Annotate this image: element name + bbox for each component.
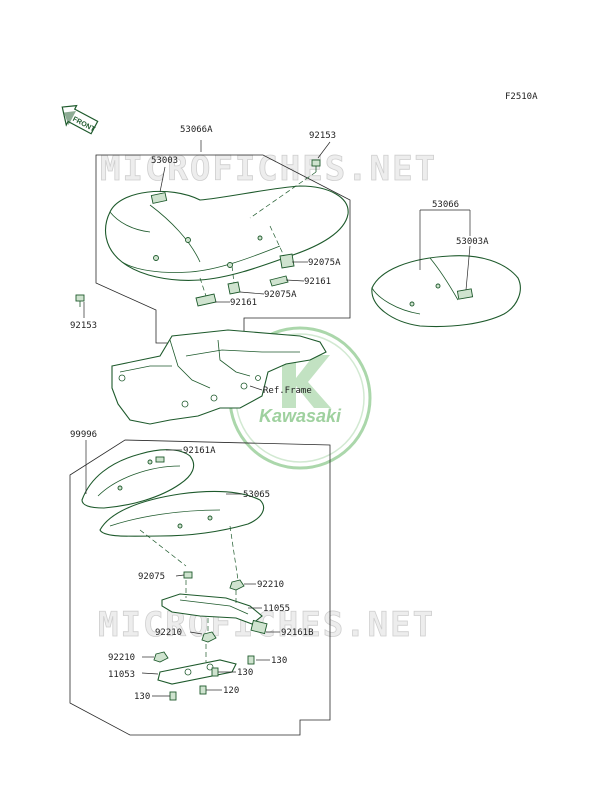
watermark-bottom: MICROFICHES.NET bbox=[98, 605, 435, 645]
damper-92075A-2-icon bbox=[227, 281, 241, 295]
figure-code: F2510A bbox=[505, 92, 538, 102]
bolt-130-3-icon bbox=[169, 691, 177, 701]
callout-53003: 53003 bbox=[151, 156, 178, 166]
damper-92075-icon bbox=[183, 571, 193, 579]
callout-120: 120 bbox=[223, 686, 239, 696]
nut-92210-2-icon bbox=[201, 631, 217, 643]
callout-92210-3: 92210 bbox=[108, 653, 135, 663]
callout-92075A-1: 92075A bbox=[308, 258, 341, 268]
bolt-120-icon bbox=[199, 685, 207, 695]
callout-11055: 11055 bbox=[263, 604, 290, 614]
callout-53066: 53066 bbox=[432, 200, 459, 210]
frame bbox=[111, 329, 327, 425]
solo-cover-53065 bbox=[99, 490, 265, 537]
front-arrow-icon: FRONT bbox=[61, 104, 99, 135]
bracket-11055 bbox=[161, 593, 268, 635]
callout-92153-left: 92153 bbox=[70, 321, 97, 331]
callout-92161-2: 92161 bbox=[230, 298, 257, 308]
bolt-130-1-icon bbox=[247, 655, 255, 665]
callout-92210-1: 92210 bbox=[257, 580, 284, 590]
callout-53003A: 53003A bbox=[456, 237, 489, 247]
seat-cover-53066 bbox=[371, 255, 521, 328]
callout-92161A: 92161A bbox=[183, 446, 216, 456]
callout-ref-frame: Ref.Frame bbox=[263, 386, 312, 396]
solo-cover-box bbox=[69, 439, 331, 736]
callout-92210-2: 92210 bbox=[155, 628, 182, 638]
callout-11053: 11053 bbox=[108, 670, 135, 680]
callout-92075A-2: 92075A bbox=[264, 290, 297, 300]
leader-lines bbox=[83, 140, 471, 697]
nut-92210-3-icon bbox=[153, 651, 169, 663]
callout-130-2: 130 bbox=[237, 668, 253, 678]
clip-92161-icon bbox=[269, 275, 289, 287]
bolt-92153-top-icon bbox=[311, 159, 321, 172]
damper-92075A-icon bbox=[279, 253, 295, 269]
callout-92161-1: 92161 bbox=[304, 277, 331, 287]
callout-53065: 53065 bbox=[243, 490, 270, 500]
callout-130-3: 130 bbox=[134, 692, 150, 702]
logo-text: Kawasaki bbox=[259, 406, 342, 426]
callout-130-1: 130 bbox=[271, 656, 287, 666]
callout-92075: 92075 bbox=[138, 572, 165, 582]
nut-92210-1-icon bbox=[229, 579, 245, 591]
callout-92153-top: 92153 bbox=[309, 131, 336, 141]
callout-99996: 99996 bbox=[70, 430, 97, 440]
seat-assembly-box bbox=[95, 154, 351, 344]
pad-99996 bbox=[81, 449, 195, 509]
callout-53066A: 53066A bbox=[180, 125, 213, 135]
bolt-130-2-icon bbox=[211, 667, 219, 677]
bolt-92153-left-icon bbox=[75, 294, 85, 307]
callout-92161B: 92161B bbox=[281, 628, 314, 638]
